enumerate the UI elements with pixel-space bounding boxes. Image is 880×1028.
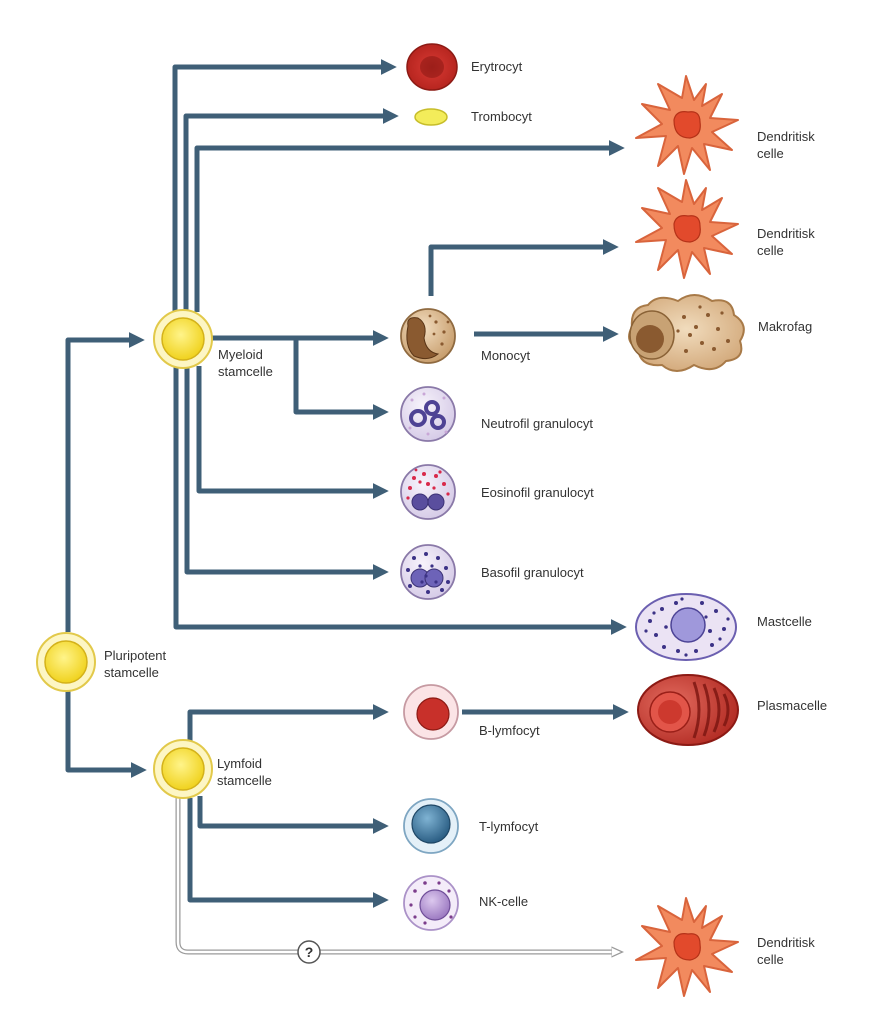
dendritic-cell-icon [635,75,739,175]
arrow-pluripotent-to-myeloid [65,331,145,632]
monocyte-icon [400,308,456,364]
label-myeloid: Myeloid stamcelle [218,347,273,379]
label-neutrofil: Neutrofil granulocyt [481,416,593,431]
arrow-lymfoid-to-dendritisk-outline [175,798,616,955]
arrow-pluripotent-to-lymfoid [65,690,147,779]
arrow-to-trombocyt [183,107,399,312]
nk-cell-icon [403,875,459,931]
arrow-to-mastcelle [173,366,627,636]
label-mastcelle: Mastcelle [757,614,812,629]
arrow-lymfoid-to-dendritisk-inner [176,798,620,952]
dendritic-cell-icon [635,179,739,279]
arrows [65,58,629,955]
label-monocyt: Monocyt [481,348,531,363]
neutrophil-icon [400,386,456,442]
label-b-lymfocyt: B-lymfocyt [479,723,540,738]
label-basofil: Basofil granulocyt [481,565,584,580]
label-dendritisk-1: Dendritisk celle [757,129,818,161]
label-t-lymfocyt: T-lymfocyt [479,819,539,834]
label-nk-celle: NK-celle [479,894,528,909]
dendritic-cell-icon [635,897,739,997]
label-dendritisk-2: Dendritisk celle [757,226,818,258]
label-eosinofil: Eosinofil granulocyt [481,485,594,500]
arrow-to-basofil [184,366,389,581]
mast-cell-icon [635,593,737,661]
arrow-to-erytrocyt [172,58,397,312]
arrow-to-t-lymfocyt [197,796,389,835]
erythrocyte-icon [406,43,458,91]
arrow-to-dendritisk-1 [194,139,625,312]
plasma-cell-icon [637,674,739,746]
macrophage-icon [628,294,745,372]
unknown-pathway-marker: ? [297,940,321,964]
label-dendritisk-3: Dendritisk celle [757,935,818,967]
arrow-to-neutrofil [293,338,389,421]
label-pluripotent: Pluripotent stamcelle [104,648,170,680]
b-lymphocyte-icon [403,684,459,740]
label-lymfoid: Lymfoid stamcelle [217,756,272,788]
label-erytrocyt: Erytrocyt [471,59,523,74]
t-lymphocyte-icon [403,798,459,854]
label-trombocyt: Trombocyt [471,109,532,124]
arrow-to-nk-celle [187,798,389,909]
basophil-icon [400,544,456,600]
eosinophil-icon [400,464,456,520]
lymfoid-stem-cell-icon [153,739,213,799]
pluripotent-stem-cell-icon [36,632,96,692]
label-plasmacelle: Plasmacelle [757,698,827,713]
arrow-to-b-lymfocyt [187,703,389,745]
myeloid-stem-cell-icon [153,309,213,369]
label-makrofag: Makrofag [758,319,812,334]
question-mark-label: ? [305,944,314,960]
arrow-monocyt-to-dendritisk [428,238,619,296]
arrow-to-eosinofil [196,366,389,500]
thrombocyte-icon [414,108,448,126]
